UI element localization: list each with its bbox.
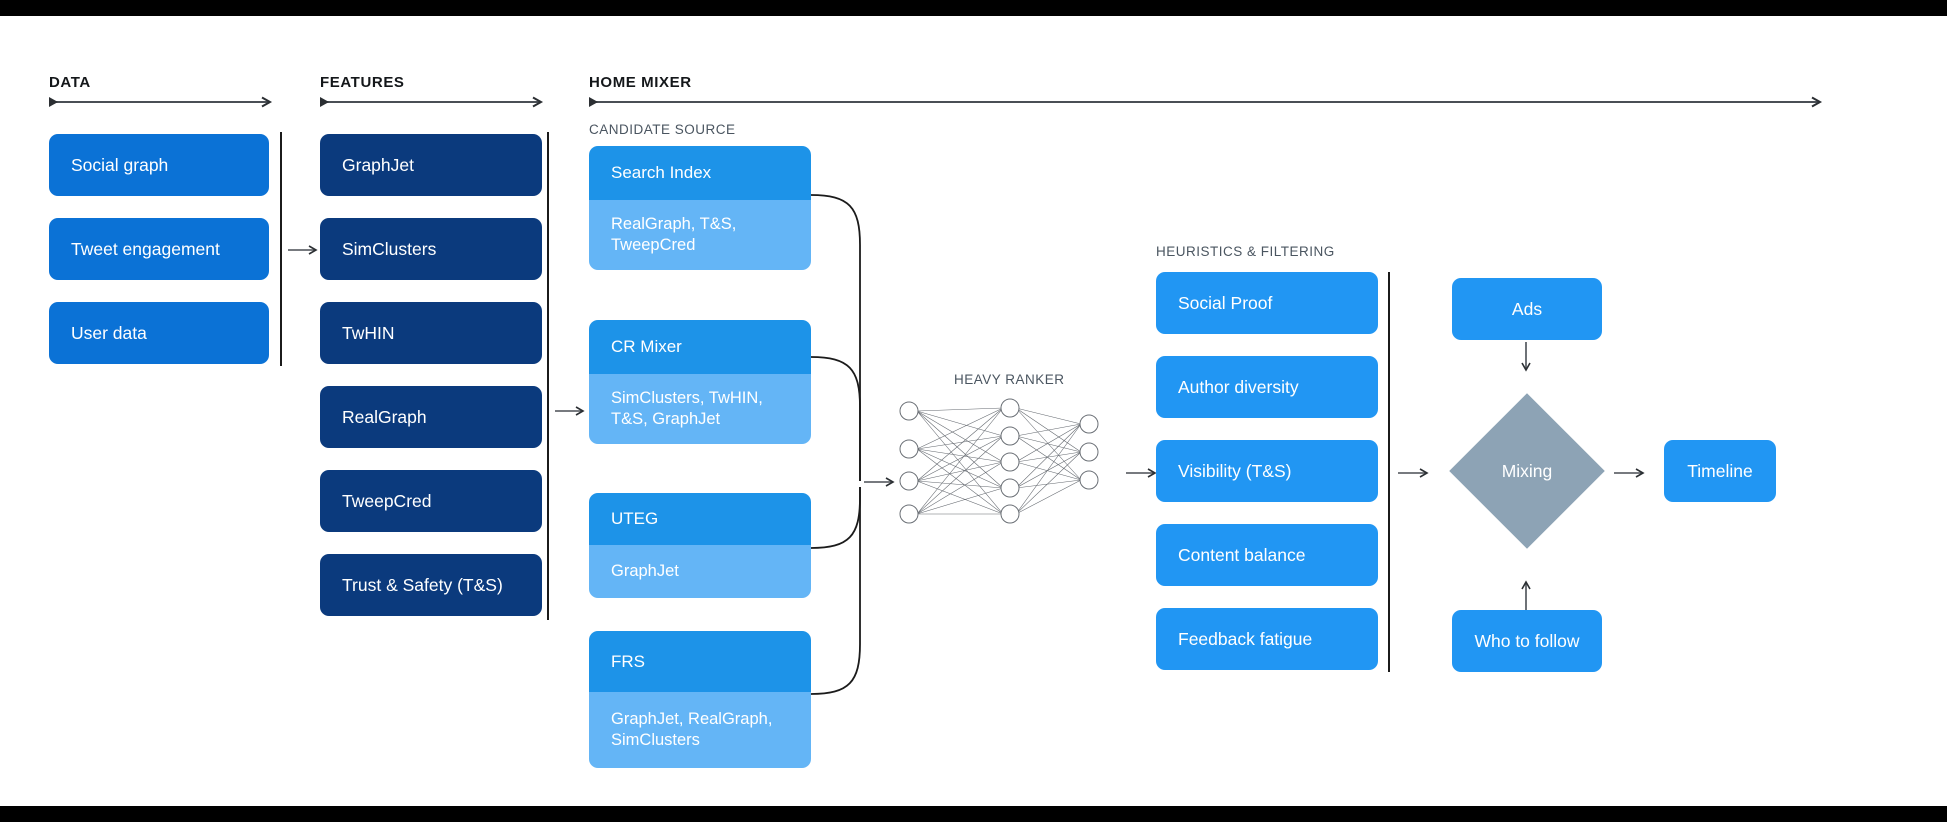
candidate-source-features: GraphJet [589,545,811,598]
diagram-canvas: DATA FEATURES HOME MIXER Social graph Tw… [0,16,1947,806]
divider-features-home-mixer [547,132,549,620]
candidate-source-name: FRS [589,631,811,692]
candidate-source-features: RealGraph, T&S, TweepCred [589,200,811,270]
candidate-source-name: CR Mixer [589,320,811,374]
mixing-label: Mixing [1501,460,1553,481]
candidate-source-features: SimClusters, TwHIN, T&S, GraphJet [589,374,811,444]
feature-box-simclusters[interactable]: SimClusters [320,218,542,280]
arrow-ads-to-mixing [1520,342,1532,381]
axis-arrow-data [48,96,278,108]
candidate-source-card-cr-mixer[interactable]: CR Mixer SimClusters, TwHIN, T&S, GraphJ… [589,320,811,444]
heuristic-box-social-proof[interactable]: Social Proof [1156,272,1378,334]
section-title-data: DATA [49,74,91,91]
arrow-candidate-source-to-heavy-ranker [864,475,900,493]
section-title-home-mixer: HOME MIXER [589,74,692,91]
candidate-source-card-uteg[interactable]: UTEG GraphJet [589,493,811,598]
divider-heuristics-output [1388,272,1390,672]
output-box-ads[interactable]: Ads [1452,278,1602,340]
arrow-data-to-features [288,243,322,261]
section-title-features: FEATURES [320,74,405,91]
data-box-user-data[interactable]: User data [49,302,269,364]
arrow-features-to-candidate-source [555,404,589,422]
axis-arrow-home-mixer [588,96,1828,108]
data-box-tweet-engagement[interactable]: Tweet engagement [49,218,269,280]
feature-box-trust-safety[interactable]: Trust & Safety (T&S) [320,554,542,616]
mixing-diamond[interactable]: Mixing [1449,393,1605,549]
output-box-timeline[interactable]: Timeline [1664,440,1776,502]
feature-box-realgraph[interactable]: RealGraph [320,386,542,448]
subsection-title-candidate-source: CANDIDATE SOURCE [589,122,736,137]
feature-box-twhin[interactable]: TwHIN [320,302,542,364]
divider-data-features [280,132,282,366]
feature-box-graphjet[interactable]: GraphJet [320,134,542,196]
candidate-source-card-frs[interactable]: FRS GraphJet, RealGraph, SimClusters [589,631,811,768]
heuristic-box-visibility[interactable]: Visibility (T&S) [1156,440,1378,502]
feature-box-tweepcred[interactable]: TweepCred [320,470,542,532]
data-box-social-graph[interactable]: Social graph [49,134,269,196]
axis-arrow-features [319,96,549,108]
candidate-source-features: GraphJet, RealGraph, SimClusters [589,692,811,768]
subsection-title-heavy-ranker: HEAVY RANKER [954,372,1065,387]
arrow-heuristics-to-mixing [1398,466,1434,484]
candidate-source-card-search-index[interactable]: Search Index RealGraph, T&S, TweepCred [589,146,811,270]
connector-candidate-sources-to-bus [810,191,881,771]
candidate-source-name: UTEG [589,493,811,545]
arrow-mixing-to-timeline [1614,466,1650,484]
arrow-who-to-follow-to-mixing [1520,576,1532,615]
heuristic-box-content-balance[interactable]: Content balance [1156,524,1378,586]
heuristic-box-feedback-fatigue[interactable]: Feedback fatigue [1156,608,1378,670]
arrow-heavy-ranker-to-heuristics [1126,466,1162,484]
heuristic-box-author-diversity[interactable]: Author diversity [1156,356,1378,418]
output-box-who-to-follow[interactable]: Who to follow [1452,610,1602,672]
heavy-ranker-neural-network [896,394,1111,529]
subsection-title-heuristics: HEURISTICS & FILTERING [1156,244,1335,259]
candidate-source-name: Search Index [589,146,811,200]
